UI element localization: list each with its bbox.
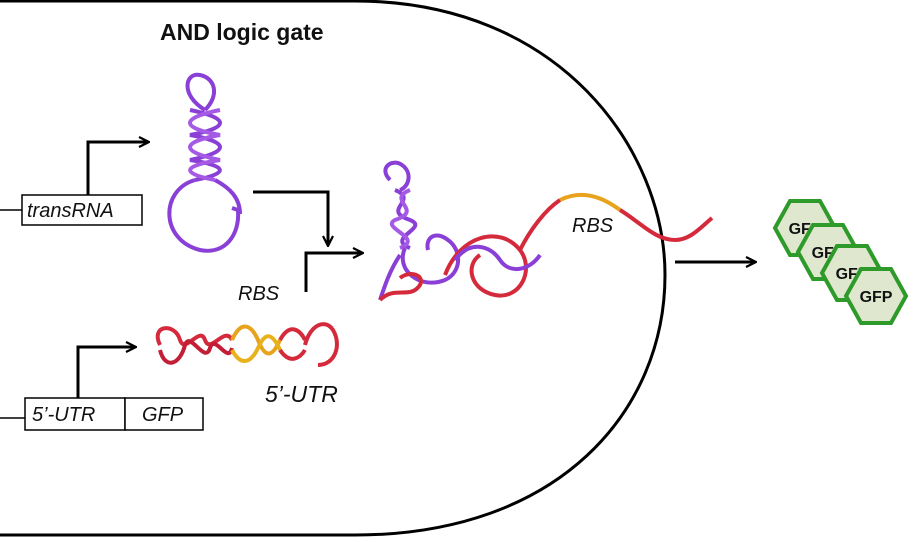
gene-label-utr: 5’-UTR	[32, 404, 95, 426]
gfp-hexagon-icon: GFP	[843, 267, 909, 325]
gene-label-transrna: transRNA	[27, 200, 114, 222]
gene-label-gfp: GFP	[142, 404, 184, 426]
promoter-arrow-icon	[76, 347, 135, 398]
gfp-protein-stack: GFP GFP GFP GFP	[772, 199, 909, 325]
svg-text:GFP: GFP	[860, 289, 893, 306]
label-rbs-complex: RBS	[572, 215, 614, 237]
gene-box-transrna	[21, 194, 143, 226]
promoter-arrow-icon	[86, 142, 148, 195]
cell-membrane	[0, 0, 667, 537]
diagram-title: AND logic gate	[160, 19, 324, 45]
label-rbs-input: RBS	[238, 283, 280, 305]
flow-arrow-icon	[253, 190, 328, 245]
promoter-arrow-icon	[304, 253, 362, 292]
utr-rna-structure	[155, 322, 339, 367]
gene-box-gfp	[124, 397, 204, 431]
rna-complex	[378, 160, 714, 302]
label-utr-input: 5’-UTR	[265, 381, 338, 407]
transrna-hairpin	[167, 72, 242, 253]
